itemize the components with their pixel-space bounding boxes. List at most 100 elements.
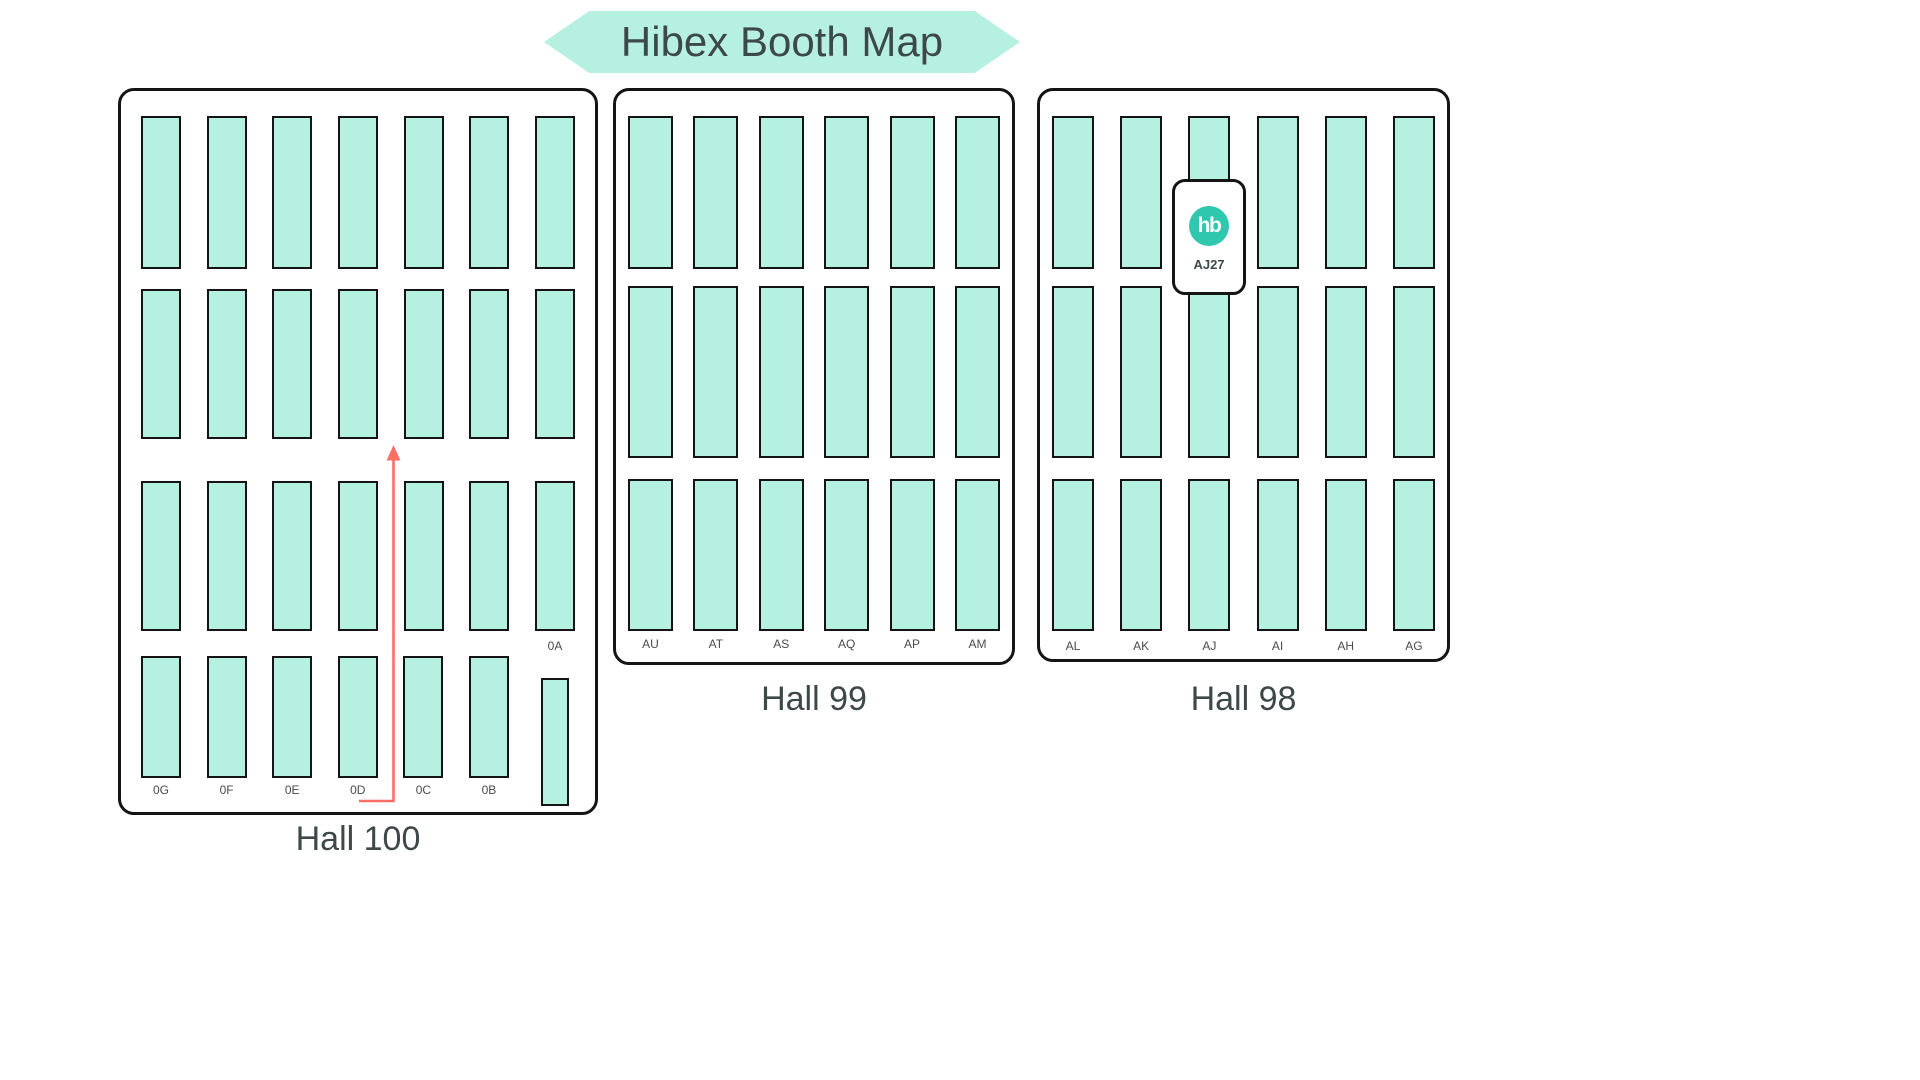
booth [758, 479, 804, 631]
booth [403, 656, 444, 778]
booth [1324, 286, 1367, 458]
booth-label: 0A [547, 639, 563, 653]
booth [1120, 479, 1163, 631]
booth-label: 0C [415, 783, 432, 797]
hibex-logo-icon: hb [1189, 206, 1229, 246]
booth-label: AQ [838, 637, 856, 651]
booth [337, 656, 378, 778]
booth-label: 0D [350, 783, 366, 797]
booth-label: 0G [152, 783, 169, 797]
booth [206, 656, 247, 778]
booth [1120, 116, 1163, 269]
booth [206, 481, 247, 631]
booth [469, 116, 510, 269]
hall-99-panel: AU AT AS AQ AP AM [613, 88, 1015, 665]
hall-98-label: Hall 98 [1190, 680, 1297, 718]
booth [1392, 286, 1435, 458]
booth-row [141, 481, 575, 631]
booth-label-row: AU AT AS AQ AP AM [628, 637, 1000, 651]
booth [1052, 479, 1094, 631]
booth-label: AP [904, 637, 921, 651]
booth [206, 289, 247, 439]
booth [954, 116, 1000, 269]
booth [954, 479, 1000, 631]
booth [758, 286, 804, 458]
booth [541, 678, 569, 806]
booth-label: 0B [481, 783, 497, 797]
highlight-booth-id: AJ27 [1193, 257, 1225, 272]
booth [337, 481, 378, 631]
booth [1256, 116, 1299, 269]
booth [628, 116, 673, 269]
booth-row [141, 116, 575, 269]
booth [272, 656, 313, 778]
booth [628, 479, 673, 631]
hall-99-label: Hall 99 [761, 680, 867, 718]
booth [272, 116, 313, 269]
booth [693, 116, 739, 269]
booth [403, 116, 444, 269]
booth-label: AG [1405, 639, 1423, 653]
booth [693, 479, 739, 631]
booth-row [628, 479, 1000, 631]
booth-row [141, 656, 509, 778]
booth [1256, 479, 1299, 631]
booth [272, 481, 313, 631]
booth-label: AH [1337, 639, 1355, 653]
booth [534, 289, 575, 439]
booth [889, 116, 935, 269]
booth [272, 289, 313, 439]
booth [534, 116, 575, 269]
page-title: Hibex Booth Map [620, 18, 944, 65]
booth [693, 286, 739, 458]
booth-label: AJ [1202, 639, 1217, 653]
hall-100-panel: 0G 0F 0E 0D 0C 0B 0A [118, 88, 598, 815]
booth [824, 286, 870, 458]
booth [1324, 116, 1367, 269]
booth-label: AL [1065, 639, 1081, 653]
booth [403, 481, 444, 631]
booth-label: AT [708, 637, 724, 651]
booth [468, 656, 509, 778]
booth [889, 479, 935, 631]
booth-label: AU [642, 637, 659, 651]
booth [141, 481, 181, 631]
booth [1392, 116, 1435, 269]
booth [337, 289, 378, 439]
booth [141, 656, 181, 778]
booth [889, 286, 935, 458]
booth [1324, 479, 1367, 631]
booth [1120, 286, 1163, 458]
booth-label: AM [968, 637, 987, 651]
hibex-logo-text: hb [1197, 214, 1222, 237]
booth-label: AS [773, 637, 790, 651]
booth-row [628, 116, 1000, 269]
hall-100-label: Hall 100 [295, 820, 421, 858]
booth [141, 289, 181, 439]
booth [758, 116, 804, 269]
booth [141, 116, 181, 269]
booth-row [1052, 286, 1435, 458]
booth-label: AI [1271, 639, 1284, 653]
booth-label: 0F [219, 783, 234, 797]
booth [824, 479, 870, 631]
booth-row [141, 289, 575, 439]
booth-row [1052, 479, 1435, 631]
booth-label-row: AL AK AJ AI AH AG [1052, 639, 1435, 653]
booth [1188, 479, 1231, 631]
booth [954, 286, 1000, 458]
hall-98-panel: AL AK AJ AI AH AG hb AJ27 [1037, 88, 1450, 662]
booth [469, 481, 510, 631]
booth-label: AK [1133, 639, 1150, 653]
booth [1188, 286, 1231, 458]
booth [1052, 116, 1094, 269]
booth [403, 289, 444, 439]
booth [206, 116, 247, 269]
booth [1392, 479, 1435, 631]
booth [534, 481, 575, 631]
booth [824, 116, 870, 269]
hibex-booth-marker: hb AJ27 [1172, 179, 1246, 295]
booth-label-row: 0G 0F 0E 0D 0C 0B [141, 783, 509, 797]
booth [628, 286, 673, 458]
